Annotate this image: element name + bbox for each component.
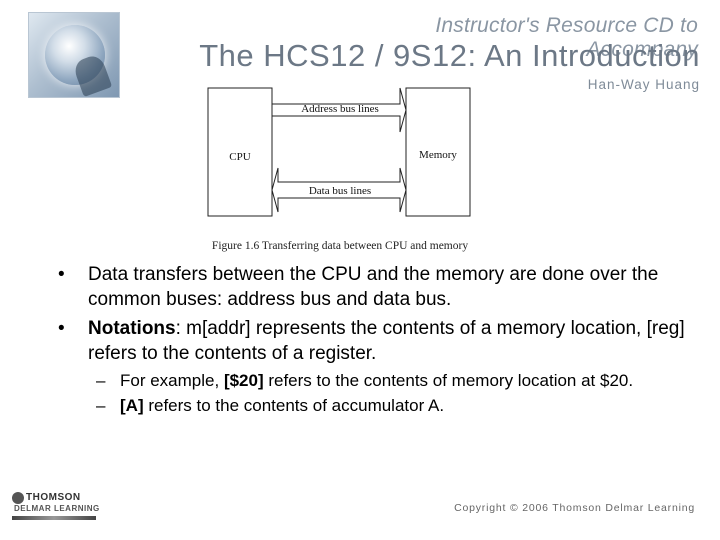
publisher-logo: THOMSON DELMAR LEARNING (12, 490, 99, 522)
copyright-notice: Copyright © 2006 Thomson Delmar Learning (454, 502, 695, 514)
thomson-mark-icon (12, 492, 24, 504)
sub-bullet-item: – [A] refers to the contents of accumula… (56, 395, 696, 416)
address-bus-label: Address bus lines (301, 103, 379, 115)
slide-subtitle: Instructor's Resource CD to Accompany (435, 14, 698, 61)
dash-icon: – (96, 371, 106, 390)
data-bus-arrow (271, 167, 407, 213)
memory-box (405, 87, 471, 217)
bullet-list: • Data transfers between the CPU and the… (56, 262, 696, 419)
sub-bullet-text: refers to the contents of memory locatio… (263, 371, 634, 390)
dash-icon: – (96, 396, 106, 415)
sub-bullet-bold: [A] (120, 396, 144, 415)
publisher-name: THOMSON (26, 492, 81, 503)
publisher-subname: DELMAR LEARNING (14, 504, 100, 513)
cpu-memory-diagram: Address bus lines Data bus lines CPU Mem… (207, 87, 471, 217)
sub-bullet-bold: [$20] (223, 371, 264, 390)
publisher-bar (12, 516, 96, 520)
cpu-box (207, 87, 273, 217)
bullet-icon: • (58, 318, 65, 339)
cd-cover-logo (28, 12, 120, 98)
bullet-icon: • (58, 264, 65, 285)
sub-bullet-text: refers to the contents of accumulator A. (143, 396, 445, 415)
author-name: Han-Way Huang (587, 77, 700, 92)
bullet-text: : m[addr] represents the contents of a m… (88, 318, 685, 364)
memory-label: Memory (419, 149, 457, 161)
sub-bullet-item: – For example, [$20] refers to the conte… (56, 370, 696, 391)
figure-caption: Figure 1.6 Transferring data between CPU… (211, 240, 469, 252)
sub-bullet-prefix: For example, (120, 371, 224, 390)
bullet-text: Data transfers between the CPU and the m… (88, 264, 659, 310)
cpu-label: CPU (229, 151, 250, 163)
bullet-item: • Data transfers between the CPU and the… (56, 262, 696, 312)
slide-title: The HCS12 / 9S12: An Introduction (199, 38, 700, 73)
bullet-item: • Notations: m[addr] represents the cont… (56, 316, 696, 366)
data-bus-label: Data bus lines (309, 185, 371, 197)
address-bus-arrow (271, 87, 407, 133)
bullet-bold-term: Notations (88, 318, 176, 339)
